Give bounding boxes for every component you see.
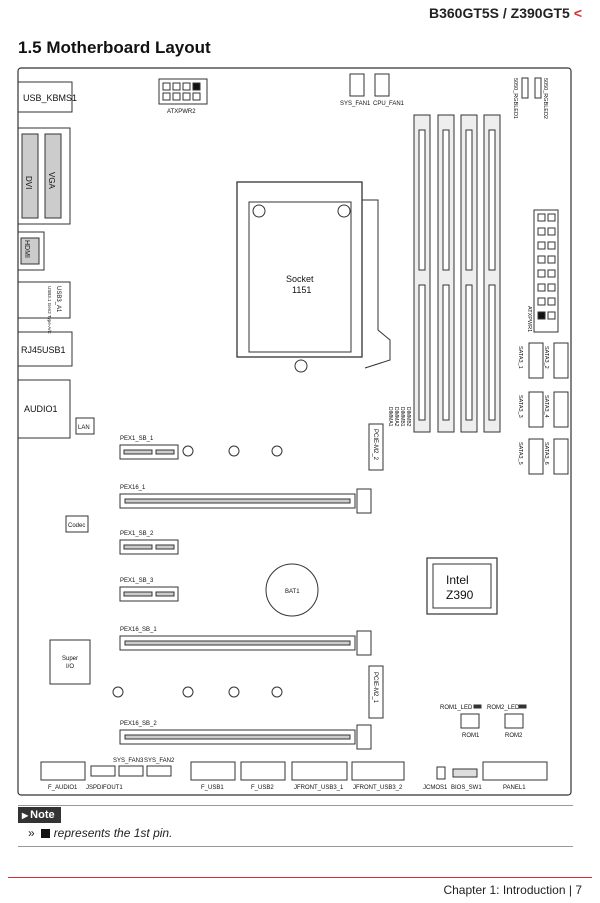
pex1-sb2-label: PEX1_SB_2	[120, 531, 154, 537]
footer-rule	[8, 877, 592, 878]
usb31-port	[17, 281, 71, 319]
socket-label-2: 1151	[292, 285, 311, 295]
hdmi-port	[17, 231, 45, 271]
jspdif-label: JSPDIFOUT1	[86, 785, 123, 791]
pex1-sb1-label: PEX1_SB_1	[120, 436, 154, 442]
page-footer: Chapter 1: Introduction | 7	[443, 883, 582, 897]
lan-label: LAN	[78, 425, 90, 431]
chipset	[426, 557, 498, 615]
document-header: B360GT5S / Z390GT5<	[429, 5, 582, 21]
note-tag-label: Note	[30, 809, 55, 821]
dimm-label: DIMMB1	[399, 407, 405, 427]
vga-label: VGA	[47, 172, 56, 190]
note-bullet: »	[28, 826, 35, 840]
rom1-led-label: ROM1_LED	[440, 705, 473, 711]
rgbled2-label: 5050_RGBLED2	[542, 78, 548, 119]
sata-label: SATA3_4	[543, 395, 549, 418]
rom1-label: ROM1	[462, 733, 480, 739]
dimm-label: DIMMB2	[405, 407, 411, 427]
dimm-label: DIMMA1	[387, 407, 393, 427]
dvi-label: DVI	[24, 176, 33, 189]
f-audio1-label: F_AUDIO1	[48, 785, 78, 791]
usb-kbms-label: USB_KBMS1	[23, 93, 77, 103]
lan-chip	[75, 417, 95, 435]
pin-square-icon	[40, 829, 50, 838]
pcie-m2-2-label: PCIE-M2_2	[372, 429, 378, 461]
pex1-sb3-label: PEX1_SB_3	[120, 578, 154, 584]
sys-fan2-label: SYS_FAN2	[144, 758, 175, 764]
atxpwr1-connector	[533, 209, 559, 333]
rom2-led-label: ROM2_LED	[487, 705, 520, 711]
usb-kbms-port	[17, 81, 73, 113]
pcie-m2-1-label: PCIE-M2_1	[372, 672, 378, 704]
battery	[265, 563, 319, 617]
sata-label: SATA3_2	[543, 346, 549, 369]
usb31-label: USB3_A1	[55, 286, 61, 313]
pex16-1-label: PEX16_1	[120, 485, 146, 491]
section-title: 1.5 Motherboard Layout	[18, 38, 211, 57]
m2-slots	[368, 423, 384, 719]
bottom-headers	[40, 761, 548, 781]
super-io-label-2: I/O	[66, 664, 74, 670]
atxpwr2-label: ATXPWR2	[167, 109, 196, 115]
rom2-label: ROM2	[505, 733, 523, 739]
rj45-usb-port	[17, 331, 73, 367]
expansion-slots	[112, 444, 372, 750]
dimm-label: DIMMA2	[393, 407, 399, 427]
pex16-sb1-label: PEX16_SB_1	[120, 627, 157, 633]
sata-label: SATA3_6	[543, 442, 549, 465]
sata-label: SATA3_3	[517, 395, 523, 418]
note-divider-top	[18, 805, 573, 806]
super-io-chip	[49, 639, 91, 685]
audio-port	[17, 379, 71, 439]
rom-chips	[460, 704, 527, 729]
jfront-usb3-2-label: JFRONT_USB3_2	[353, 785, 403, 791]
socket-label-1: Socket	[286, 274, 314, 284]
hdmi-label: HDMI	[23, 240, 30, 258]
sata-label: SATA3_5	[517, 442, 523, 465]
pex16-sb2-label: PEX16_SB_2	[120, 721, 157, 727]
dvi-vga-port	[17, 127, 71, 225]
cpu-fan1-label: CPU_FAN1	[373, 101, 405, 107]
note-triangle-icon: ▶	[22, 811, 29, 820]
note-text: » represents the 1st pin.	[28, 826, 172, 840]
cpu-socket	[236, 181, 391, 373]
jfront-usb3-1-label: JFRONT_USB3_1	[294, 785, 344, 791]
jcmos-label: JCMOS1	[423, 785, 448, 791]
back-arrow-icon[interactable]: <	[573, 5, 582, 21]
sata-label: SATA3_1	[517, 346, 523, 369]
dvi-connector	[21, 133, 39, 219]
sys-fan3-label: SYS_FAN3	[113, 758, 144, 764]
note-divider-bottom	[18, 846, 573, 847]
note-body: represents the 1st pin.	[53, 826, 173, 840]
atxpwr1-label: ATXPWR1	[526, 306, 532, 332]
rear-io	[17, 81, 95, 685]
codec-chip	[65, 515, 89, 533]
rgbled1-label: 5050_RGBLED1	[512, 78, 518, 119]
atxpwr2-connector	[158, 78, 208, 105]
codec-label: Codec	[68, 523, 85, 529]
top-fan-headers	[349, 73, 390, 97]
chipset-label-2: Z390	[446, 588, 474, 602]
vga-connector	[44, 133, 62, 219]
dimm-slots	[413, 114, 501, 433]
f-usb1-label: F_USB1	[201, 785, 224, 791]
sata-ports	[528, 342, 569, 475]
motherboard-diagram: USB_KBMS1 DVI VGA HDMI USB3_A1 USB3.1 Ge…	[17, 67, 572, 796]
super-io-label-1: Super	[62, 656, 78, 662]
hdmi-connector	[20, 237, 40, 265]
usb31-sub-label: USB3.1 Gen2 Type-A/C	[47, 286, 52, 334]
rgb-headers	[521, 77, 542, 99]
sys-fan1-label: SYS_FAN1	[340, 101, 371, 107]
rj45-label: RJ45USB1	[21, 345, 66, 355]
bios-sw-label: BIOS_SW1	[451, 785, 482, 791]
audio-label: AUDIO1	[24, 404, 58, 414]
note-tag: ▶Note	[18, 807, 61, 823]
f-usb2-label: F_USB2	[251, 785, 274, 791]
battery-label: BAT1	[285, 589, 300, 595]
model-name: B360GT5S / Z390GT5	[428, 5, 570, 21]
panel-label: PANEL1	[503, 785, 526, 791]
chipset-label-1: Intel	[446, 573, 469, 587]
